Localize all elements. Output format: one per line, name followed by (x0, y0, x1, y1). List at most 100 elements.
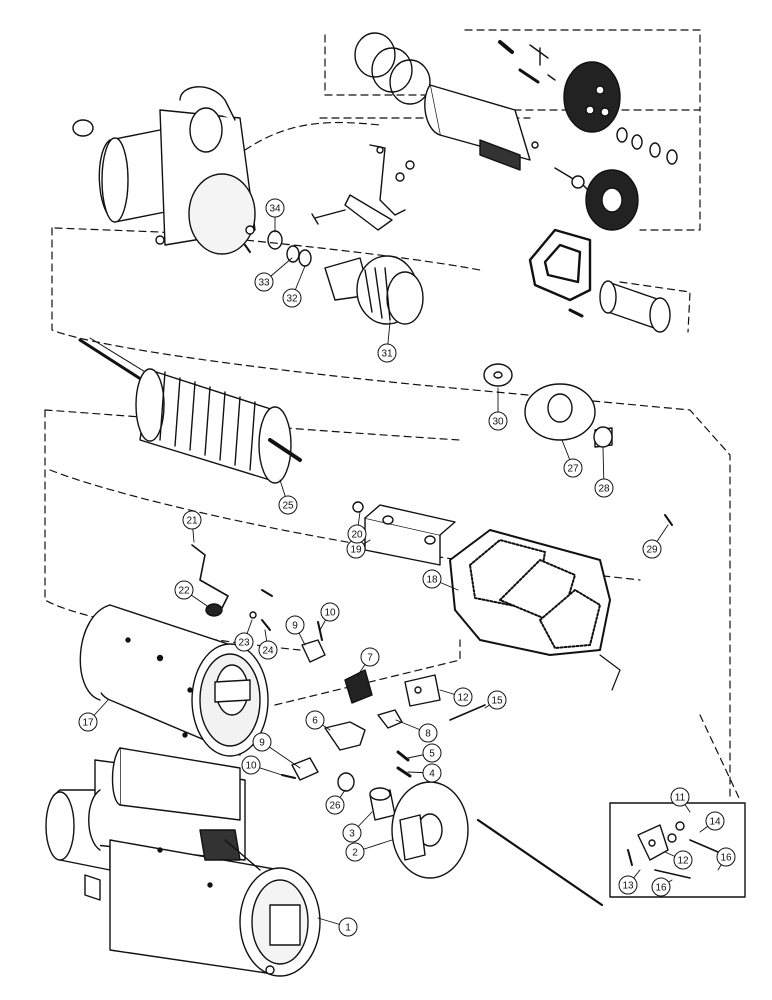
callout-labels: 1234567899101011121213141516161718192021… (78, 198, 736, 937)
washer-34 (286, 245, 300, 263)
callout-number: 24 (262, 646, 274, 657)
commutator-end-plate (563, 61, 621, 133)
callout-number: 1 (345, 923, 351, 934)
callout-circle (563, 458, 583, 478)
shift-lever (344, 144, 415, 231)
frame-housing (79, 604, 269, 757)
callout-number: 23 (238, 638, 250, 649)
callout-circle (347, 524, 367, 544)
callout-number: 12 (457, 693, 469, 704)
callout-circle (594, 478, 614, 498)
callout-number: 8 (425, 729, 431, 740)
callout-circle (642, 539, 662, 559)
callout-circle (618, 875, 638, 895)
solenoid (424, 84, 539, 171)
callout-circle (254, 272, 274, 292)
armature (78, 337, 302, 484)
callout-circle (418, 723, 438, 743)
washer-33 (298, 249, 312, 267)
callout-number: 29 (646, 545, 658, 556)
callout-circle (345, 842, 365, 862)
drive-assembly (324, 255, 424, 325)
callout-number: 30 (492, 417, 504, 428)
callout-number: 6 (312, 716, 318, 727)
callout-circle (453, 687, 473, 707)
bushing-29 (593, 426, 613, 448)
callout-number: 9 (292, 621, 298, 632)
callout-number: 25 (282, 501, 294, 512)
dowel-pin (244, 244, 251, 253)
pin-16 (449, 704, 486, 721)
callout-circle (282, 288, 302, 308)
callout-number: 10 (245, 761, 257, 772)
callout-number: 33 (258, 278, 270, 289)
callout-number: 16 (655, 883, 667, 894)
callout-circle (338, 917, 358, 937)
callout-number: 19 (350, 545, 362, 556)
callout-number: 15 (491, 696, 503, 707)
brush-holder-12 (404, 674, 441, 707)
washer-27 (337, 772, 355, 792)
brush-lead-22 (191, 544, 229, 609)
callout-circle (651, 877, 671, 897)
callout-number: 12 (677, 856, 689, 867)
callout-number: 7 (367, 653, 373, 664)
screw-10-top (317, 621, 323, 641)
lock-washer-25 (249, 611, 257, 619)
callout-circle (705, 811, 725, 831)
commutator-end-frame (391, 781, 469, 879)
screw-upper (261, 589, 273, 597)
through-bolt (476, 818, 604, 907)
callout-circle (422, 569, 442, 589)
callout-number: 4 (429, 769, 435, 780)
brush-spring-8 (377, 709, 403, 729)
field-coils (449, 529, 621, 691)
drive-end-housing (98, 86, 256, 255)
shift-lever-bolt (311, 209, 346, 225)
gasket (528, 228, 592, 302)
callout-number: 20 (351, 530, 363, 541)
callout-number: 3 (349, 829, 355, 840)
spring-5 (396, 750, 410, 762)
callout-circle (422, 763, 442, 783)
callout-circle (377, 343, 397, 363)
callout-number: 11 (675, 793, 686, 804)
callout-circle (673, 850, 693, 870)
callout-number: 17 (82, 718, 94, 729)
contact-disc (585, 169, 639, 231)
callout-number: 31 (381, 349, 393, 360)
washer-35 (267, 230, 283, 250)
callout-circle (320, 602, 340, 622)
callout-circle (174, 580, 194, 600)
callout-number: 14 (709, 817, 721, 828)
callout-number: 10 (324, 608, 336, 619)
callout-circle (234, 632, 254, 652)
callout-number: 27 (567, 464, 579, 475)
solenoid-hardware (498, 40, 556, 84)
brush-9-lower (291, 757, 319, 781)
callout-number: 22 (178, 586, 190, 597)
callout-circle (258, 640, 278, 660)
callout-number: 2 (352, 848, 358, 859)
pole-shoe-screw (352, 501, 364, 513)
callout-circle (325, 795, 345, 815)
assembled-starter-motor (45, 747, 321, 977)
brush-9-top (301, 639, 326, 663)
callout-circle (487, 690, 507, 710)
callout-circle (265, 198, 285, 218)
thrust-washer-28 (524, 383, 596, 441)
callout-circle (670, 787, 690, 807)
callout-number: 13 (622, 881, 634, 892)
pole-shoe (364, 504, 456, 566)
callout-circle (78, 712, 98, 732)
bushing-3 (369, 787, 396, 821)
callout-circle (252, 732, 272, 752)
callout-number: 34 (269, 204, 281, 215)
callout-circle (182, 510, 202, 530)
brush-arm-6 (324, 721, 366, 751)
callout-number: 9 (259, 738, 265, 749)
callout-circle (488, 411, 508, 431)
callout-circle (241, 755, 261, 775)
callout-number: 21 (186, 516, 198, 527)
